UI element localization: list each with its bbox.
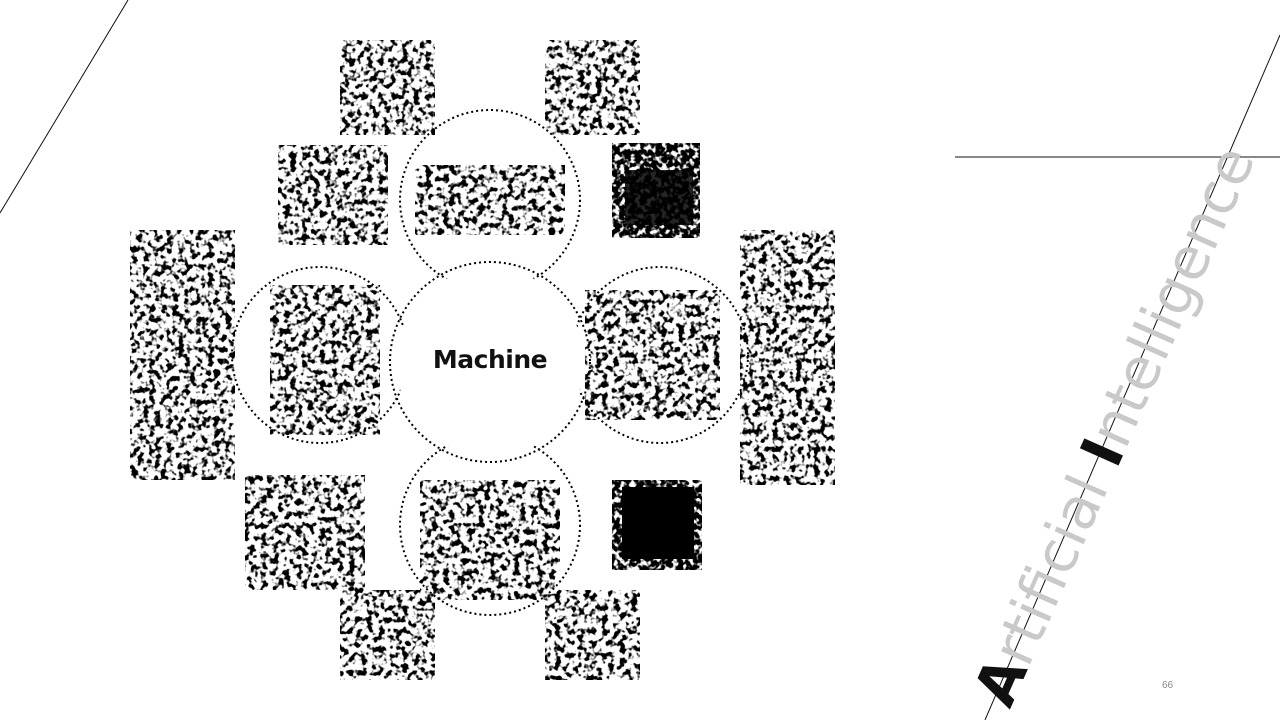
cluster-top-left	[340, 40, 435, 135]
cluster-circle-top	[415, 165, 565, 235]
texture-clusters	[130, 40, 835, 680]
top-left-diagonal-line	[0, 0, 129, 214]
cluster-left	[130, 230, 235, 480]
cluster-bottom-left	[340, 590, 435, 680]
dark-block-core	[622, 487, 694, 559]
outline-circle-center	[389, 261, 591, 463]
cluster-circle-right	[585, 290, 720, 420]
cluster-right	[740, 230, 835, 485]
dark-block-core-upper	[625, 170, 693, 225]
page-number: 66	[1162, 680, 1174, 691]
center-circle	[396, 268, 584, 456]
right-diagonal-line	[984, 34, 1280, 720]
cluster-top-right	[545, 40, 640, 135]
cluster-upper-left	[278, 145, 388, 245]
cluster-bottom-right	[545, 590, 640, 680]
cluster-circle-left	[270, 285, 380, 435]
cluster-lower-left	[245, 475, 365, 590]
outline-circle-bottom	[399, 434, 581, 616]
cluster-circle-bottom	[420, 480, 560, 600]
machine-diagram	[130, 40, 835, 680]
center-label: Machine	[432, 345, 548, 374]
